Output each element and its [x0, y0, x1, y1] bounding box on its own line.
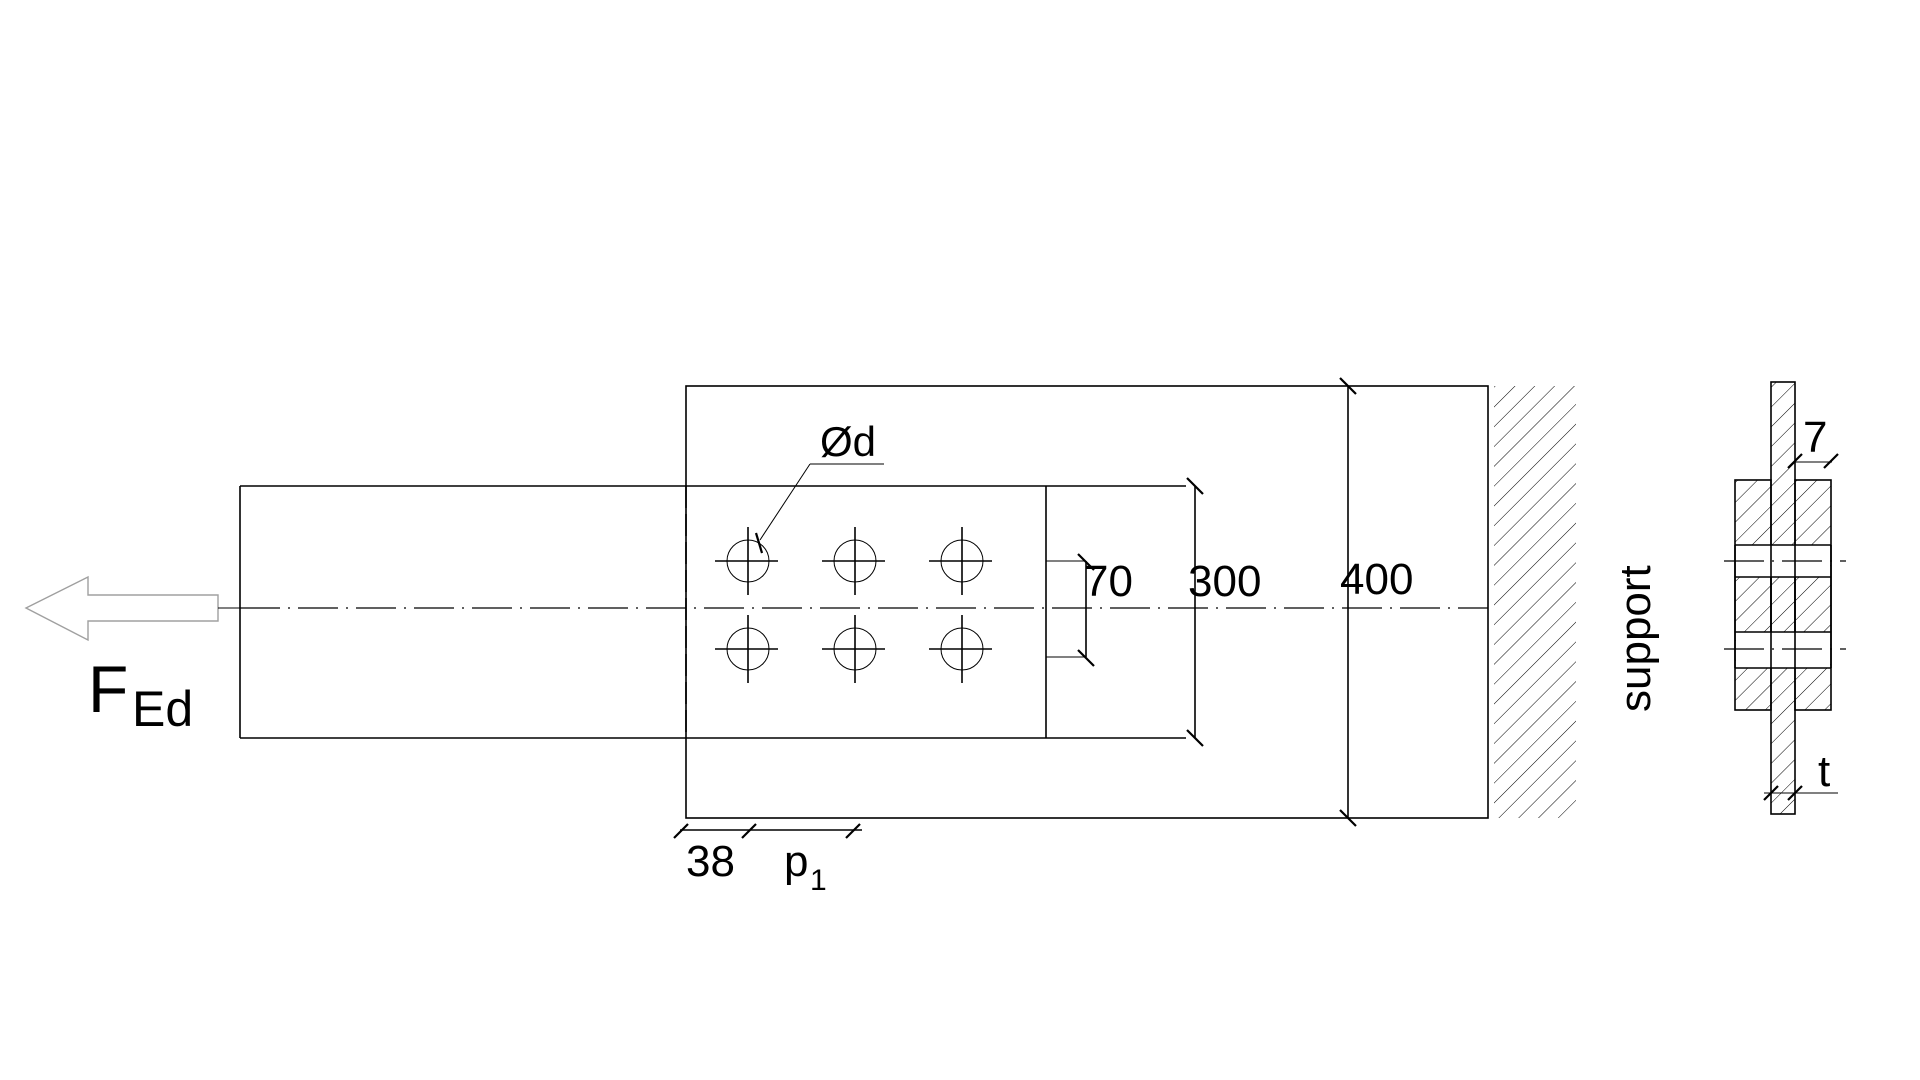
support-label: support: [1611, 565, 1660, 712]
bolt-hole: [822, 527, 885, 595]
hole-diameter-label: Ød: [820, 418, 876, 465]
dim-tick: [1787, 453, 1803, 469]
plate-thickness-label: t: [1818, 747, 1830, 796]
bolt-hole: [929, 615, 992, 683]
force-label: F: [88, 652, 128, 726]
force-arrow-icon: [24, 575, 219, 642]
bolt-group: [715, 527, 992, 683]
dim-38-label: 38: [686, 837, 735, 886]
dim-tick: [1186, 729, 1204, 747]
dim-tick: [1339, 809, 1357, 827]
leader-tick: [754, 532, 764, 554]
dim-tick: [845, 823, 861, 839]
dim-tick: [1339, 377, 1357, 395]
dim-400-label: 400: [1340, 555, 1413, 604]
dim-tick: [1077, 649, 1095, 667]
dim-tick: [1763, 785, 1779, 801]
dim-tick: [1787, 785, 1803, 801]
pitch-subscript: 1: [810, 864, 827, 897]
dim-70-label: 70: [1084, 557, 1133, 606]
dim-tick: [741, 823, 757, 839]
bolt-hole: [715, 527, 778, 595]
force-subscript: Ed: [132, 681, 193, 737]
dim-300-label: 300: [1188, 557, 1261, 606]
bolt-hole: [929, 527, 992, 595]
hole-leader-line: [759, 463, 811, 541]
dim-tick: [1186, 477, 1204, 495]
pitch-label: p: [784, 837, 808, 886]
dim-tick: [1077, 553, 1095, 571]
support-wall-hatch: [1494, 386, 1576, 818]
section-view: [1724, 381, 1846, 815]
bolt-hole: [715, 615, 778, 683]
cover-thickness-label: 7: [1803, 413, 1827, 462]
bolt-hole: [822, 615, 885, 683]
dim-tick: [1823, 453, 1839, 469]
dim-tick: [673, 823, 689, 839]
